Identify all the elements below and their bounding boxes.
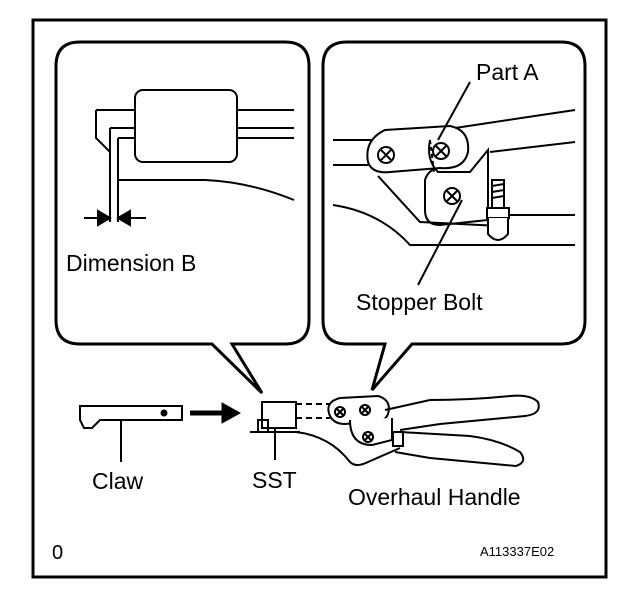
left-callout: Dimension B bbox=[54, 40, 311, 395]
handle-pivot-drawing bbox=[332, 81, 576, 286]
figure-id: A113337E02 bbox=[480, 544, 554, 559]
right-callout: Part A Stopper Bolt bbox=[321, 40, 587, 391]
claw-label: Claw bbox=[92, 468, 144, 494]
stopper-bolt-label: Stopper Bolt bbox=[356, 289, 483, 315]
claw-closeup-drawing bbox=[95, 89, 295, 222]
left-callout-bubble bbox=[54, 40, 311, 395]
claw-part bbox=[79, 405, 183, 462]
overhaul-handle-drawing bbox=[250, 394, 540, 468]
part-a-label: Part A bbox=[476, 59, 539, 85]
dimension-b-label: Dimension B bbox=[66, 250, 196, 276]
dimension-b-arrows bbox=[84, 209, 146, 227]
overhaul-handle-label: Overhaul Handle bbox=[348, 484, 521, 510]
corner-mark: 0 bbox=[52, 542, 63, 564]
sst-label: SST bbox=[252, 467, 297, 493]
direction-arrow bbox=[190, 402, 242, 424]
